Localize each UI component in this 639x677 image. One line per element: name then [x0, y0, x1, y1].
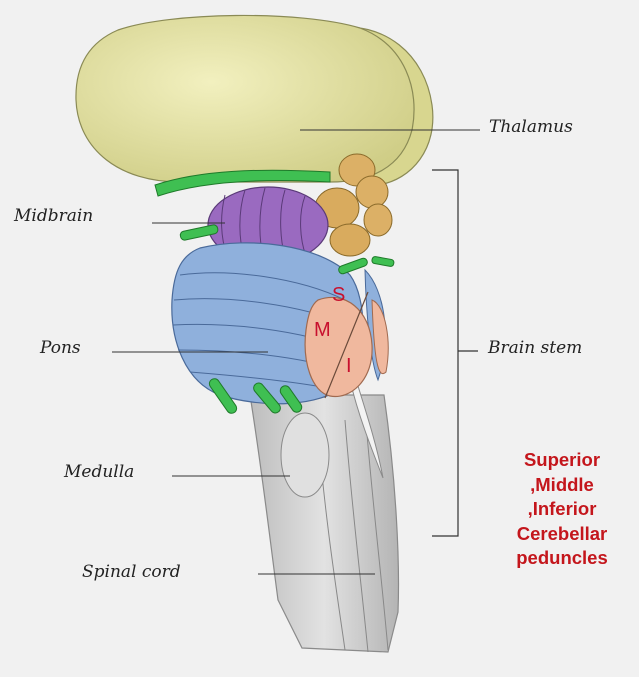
medulla-label: Medulla — [64, 462, 134, 482]
note-line: peduncles — [486, 546, 638, 571]
pons-label: Pons — [40, 338, 81, 358]
middle-peduncle-letter: M — [314, 319, 331, 342]
superior-peduncle-letter: S — [332, 284, 345, 307]
brain-stem-label: Brain stem — [488, 338, 582, 358]
cerebellar-peduncles-note: Superior ,Middle ,Inferior Cerebellar pe… — [486, 448, 638, 571]
note-line: ,Inferior — [486, 497, 638, 522]
inferior-peduncle-letter: I — [346, 355, 352, 378]
midbrain-label: Midbrain — [14, 206, 93, 226]
spinal-cord-label: Spinal cord — [82, 562, 181, 582]
thalamus-shape — [76, 15, 433, 185]
note-line: Cerebellar — [486, 522, 638, 547]
note-line: Superior — [486, 448, 638, 473]
peduncles-cut-shape — [305, 292, 388, 398]
thalamus-label: Thalamus — [489, 117, 573, 137]
brain-stem-bracket — [432, 170, 478, 536]
note-line: ,Middle — [486, 473, 638, 498]
